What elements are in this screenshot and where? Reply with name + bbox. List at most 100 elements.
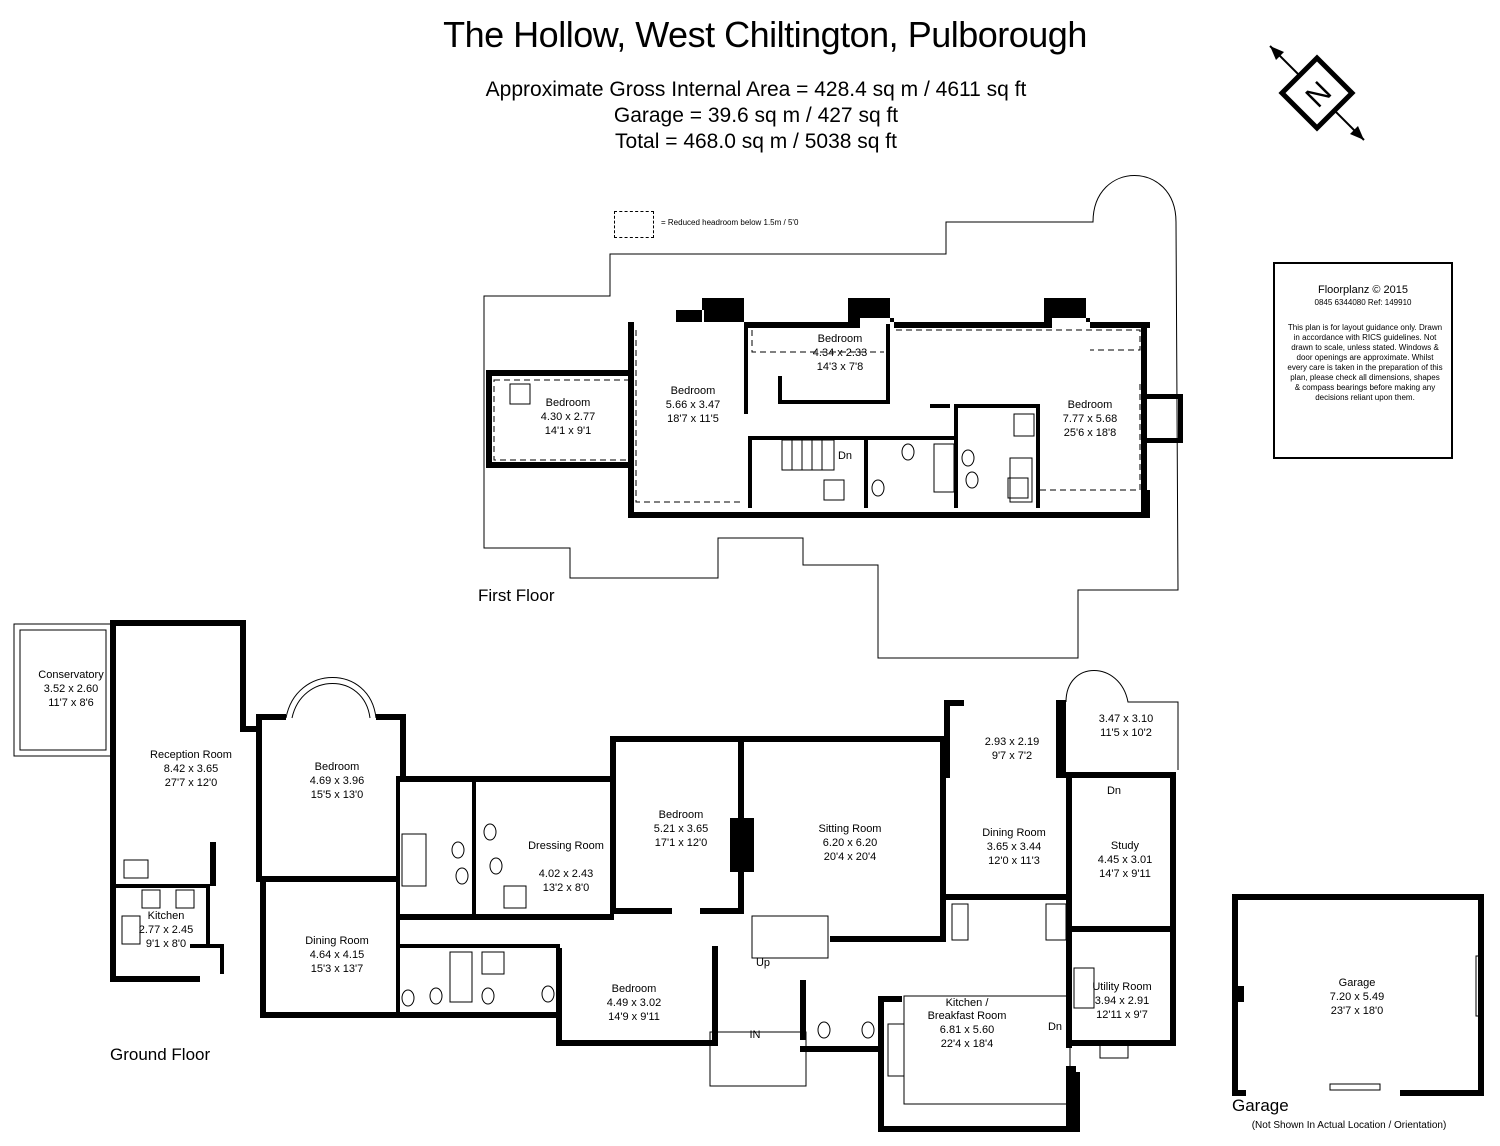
svg-text:7.77 x 5.68: 7.77 x 5.68 — [1063, 413, 1117, 425]
room-kitchen-breakfast: Kitchen / Breakfast Room 6.81 x 5.60 22'… — [928, 997, 1007, 1050]
svg-text:6.20 x 6.20: 6.20 x 6.20 — [823, 837, 877, 849]
svg-text:12'11 x 9'7: 12'11 x 9'7 — [1096, 1009, 1148, 1021]
svg-text:11'7 x 8'6: 11'7 x 8'6 — [48, 697, 94, 709]
svg-text:11'5 x 10'2: 11'5 x 10'2 — [1100, 727, 1152, 739]
svg-text:2.77 x 2.45: 2.77 x 2.45 — [139, 924, 193, 936]
svg-text:7.20 x 5.49: 7.20 x 5.49 — [1330, 991, 1384, 1003]
front-entrance: IN — [750, 1029, 761, 1041]
svg-text:Sitting Room: Sitting Room — [819, 823, 882, 835]
svg-text:Kitchen /: Kitchen / — [946, 997, 990, 1009]
svg-text:Dining Room: Dining Room — [982, 827, 1046, 839]
svg-text:14'1 x 9'1: 14'1 x 9'1 — [545, 425, 591, 437]
north-compass-icon: N — [1269, 45, 1365, 141]
svg-text:4.30 x 2.77: 4.30 x 2.77 — [541, 411, 595, 423]
svg-text:4.64 x 4.15: 4.64 x 4.15 — [310, 949, 364, 961]
ground-floor-stairs-up: Up — [756, 957, 770, 969]
svg-text:Bedroom: Bedroom — [546, 397, 591, 409]
svg-text:Bedroom: Bedroom — [315, 761, 360, 773]
svg-text:Garage: Garage — [1339, 977, 1376, 989]
room-dining-1: Dining Room 4.64 x 4.15 15'3 x 13'7 — [305, 935, 369, 975]
svg-text:Utility Room: Utility Room — [1092, 981, 1151, 993]
svg-text:13'2 x 8'0: 13'2 x 8'0 — [543, 882, 589, 894]
svg-text:9'7 x 7'2: 9'7 x 7'2 — [992, 750, 1032, 762]
gross-area-line: Approximate Gross Internal Area = 428.4 … — [485, 78, 1027, 101]
room-ff-bedroom-4: Bedroom 7.77 x 5.68 25'6 x 18'8 — [1063, 399, 1117, 439]
svg-text:5.66 x 3.47: 5.66 x 3.47 — [666, 399, 720, 411]
svg-text:Bedroom: Bedroom — [612, 983, 657, 995]
study-steps-down: Dn — [1107, 785, 1121, 797]
svg-text:17'1 x 12'0: 17'1 x 12'0 — [655, 837, 708, 849]
garage-floor-label: Garage — [1232, 1096, 1289, 1115]
svg-text:4.02 x 2.43: 4.02 x 2.43 — [539, 868, 593, 880]
total-area-line: Total = 468.0 sq m / 5038 sq ft — [615, 130, 897, 153]
svg-text:2.93 x 2.19: 2.93 x 2.19 — [985, 736, 1039, 748]
svg-text:Bedroom: Bedroom — [1068, 399, 1113, 411]
room-sitting: Sitting Room 6.20 x 6.20 20'4 x 20'4 — [819, 823, 882, 863]
svg-text:22'4 x 18'4: 22'4 x 18'4 — [941, 1038, 994, 1050]
room-study: Study 4.45 x 3.01 14'7 x 9'11 — [1098, 840, 1152, 880]
svg-text:Study: Study — [1111, 840, 1140, 852]
svg-text:Dining Room: Dining Room — [305, 935, 369, 947]
svg-text:9'1 x 8'0: 9'1 x 8'0 — [146, 938, 186, 950]
svg-text:14'7 x 9'11: 14'7 x 9'11 — [1099, 868, 1151, 880]
svg-text:15'5 x 13'0: 15'5 x 13'0 — [311, 789, 364, 801]
svg-text:Reception Room: Reception Room — [150, 749, 232, 761]
kitchen-steps-down: Dn — [1048, 1021, 1062, 1033]
disclaimer-heading: Floorplanz © 2015 — [1317, 284, 1409, 296]
room-dressing: Dressing Room 4.02 x 2.43 13'2 x 8'0 — [528, 840, 604, 894]
room-garage: Garage 7.20 x 5.49 23'7 x 18'0 — [1330, 977, 1384, 1017]
room-kitchen-small: Kitchen 2.77 x 2.45 9'1 x 8'0 — [139, 910, 193, 950]
room-reception: Reception Room 8.42 x 3.65 27'7 x 12'0 — [150, 749, 232, 789]
ground-floor-plan — [13, 620, 1179, 1132]
svg-text:Bedroom: Bedroom — [818, 333, 863, 345]
svg-text:14'9 x 9'11: 14'9 x 9'11 — [608, 1011, 660, 1023]
svg-text:6.81 x 5.60: 6.81 x 5.60 — [940, 1024, 994, 1036]
room-2-93x2-19: 2.93 x 2.19 9'7 x 7'2 — [985, 736, 1039, 762]
svg-text:Bedroom: Bedroom — [659, 809, 704, 821]
first-floor-plan — [483, 175, 1183, 659]
svg-text:3.47 x 3.10: 3.47 x 3.10 — [1099, 713, 1153, 725]
room-gf-bedroom-1: Bedroom 4.69 x 3.96 15'5 x 13'0 — [310, 761, 364, 801]
svg-text:4.69 x 3.96: 4.69 x 3.96 — [310, 775, 364, 787]
svg-text:8.42 x 3.65: 8.42 x 3.65 — [164, 763, 218, 775]
svg-text:3.94 x 2.91: 3.94 x 2.91 — [1095, 995, 1149, 1007]
room-conservatory: Conservatory 3.52 x 2.60 11'7 x 8'6 — [38, 669, 104, 709]
disclaimer-ref: 0845 6344080 Ref: 149910 — [1314, 298, 1412, 307]
reduced-headroom-legend-swatch — [614, 211, 654, 238]
svg-text:15'3 x 13'7: 15'3 x 13'7 — [311, 963, 364, 975]
room-utility: Utility Room 3.94 x 2.91 12'11 x 9'7 — [1092, 981, 1151, 1021]
svg-text:4.49 x 3.02: 4.49 x 3.02 — [607, 997, 661, 1009]
room-ff-bedroom-1: Bedroom 4.30 x 2.77 14'1 x 9'1 — [541, 397, 595, 437]
page-title: The Hollow, West Chiltington, Pulborough — [443, 14, 1087, 55]
room-gf-bedroom-2: Bedroom 5.21 x 3.65 17'1 x 12'0 — [654, 809, 708, 849]
disclaimer-body: This plan is for layout guidance only. D… — [1287, 323, 1443, 402]
svg-text:18'7 x 11'5: 18'7 x 11'5 — [667, 413, 719, 425]
svg-text:4.34 x 2.33: 4.34 x 2.33 — [813, 347, 867, 359]
disclaimer-box: Floorplanz © 2015 0845 6344080 Ref: 1499… — [1273, 262, 1453, 459]
ground-floor-label: Ground Floor — [110, 1045, 210, 1064]
svg-text:5.21 x 3.65: 5.21 x 3.65 — [654, 823, 708, 835]
svg-text:3.65 x 3.44: 3.65 x 3.44 — [987, 841, 1041, 853]
reduced-headroom-legend-text: = Reduced headroom below 1.5m / 5'0 — [661, 218, 799, 227]
svg-text:25'6 x 18'8: 25'6 x 18'8 — [1064, 427, 1117, 439]
room-ff-bedroom-2: Bedroom 5.66 x 3.47 18'7 x 11'5 — [666, 385, 720, 425]
svg-text:12'0 x 11'3: 12'0 x 11'3 — [988, 855, 1040, 867]
garage-location-note: (Not Shown In Actual Location / Orientat… — [1252, 1120, 1447, 1131]
room-ff-bedroom-3: Bedroom 4.34 x 2.33 14'3 x 7'8 — [813, 333, 867, 373]
first-floor-label: First Floor — [478, 586, 555, 605]
svg-text:4.45 x 3.01: 4.45 x 3.01 — [1098, 854, 1152, 866]
svg-text:27'7 x 12'0: 27'7 x 12'0 — [165, 777, 218, 789]
svg-text:Conservatory: Conservatory — [38, 669, 104, 681]
room-gf-bedroom-3: Bedroom 4.49 x 3.02 14'9 x 9'11 — [607, 983, 661, 1023]
garage-area-line: Garage = 39.6 sq m / 427 sq ft — [613, 104, 899, 127]
svg-text:Breakfast Room: Breakfast Room — [928, 1010, 1007, 1022]
svg-text:14'3 x 7'8: 14'3 x 7'8 — [817, 361, 863, 373]
room-3-47x3-10: 3.47 x 3.10 11'5 x 10'2 — [1099, 713, 1153, 739]
svg-text:23'7 x 18'0: 23'7 x 18'0 — [1331, 1005, 1384, 1017]
first-floor-stairs-down: Dn — [838, 450, 852, 462]
svg-text:Kitchen: Kitchen — [148, 910, 185, 922]
svg-text:3.52 x 2.60: 3.52 x 2.60 — [44, 683, 98, 695]
svg-text:Dressing Room: Dressing Room — [528, 840, 604, 852]
room-dining-2: Dining Room 3.65 x 3.44 12'0 x 11'3 — [982, 827, 1046, 867]
svg-text:20'4 x 20'4: 20'4 x 20'4 — [824, 851, 877, 863]
